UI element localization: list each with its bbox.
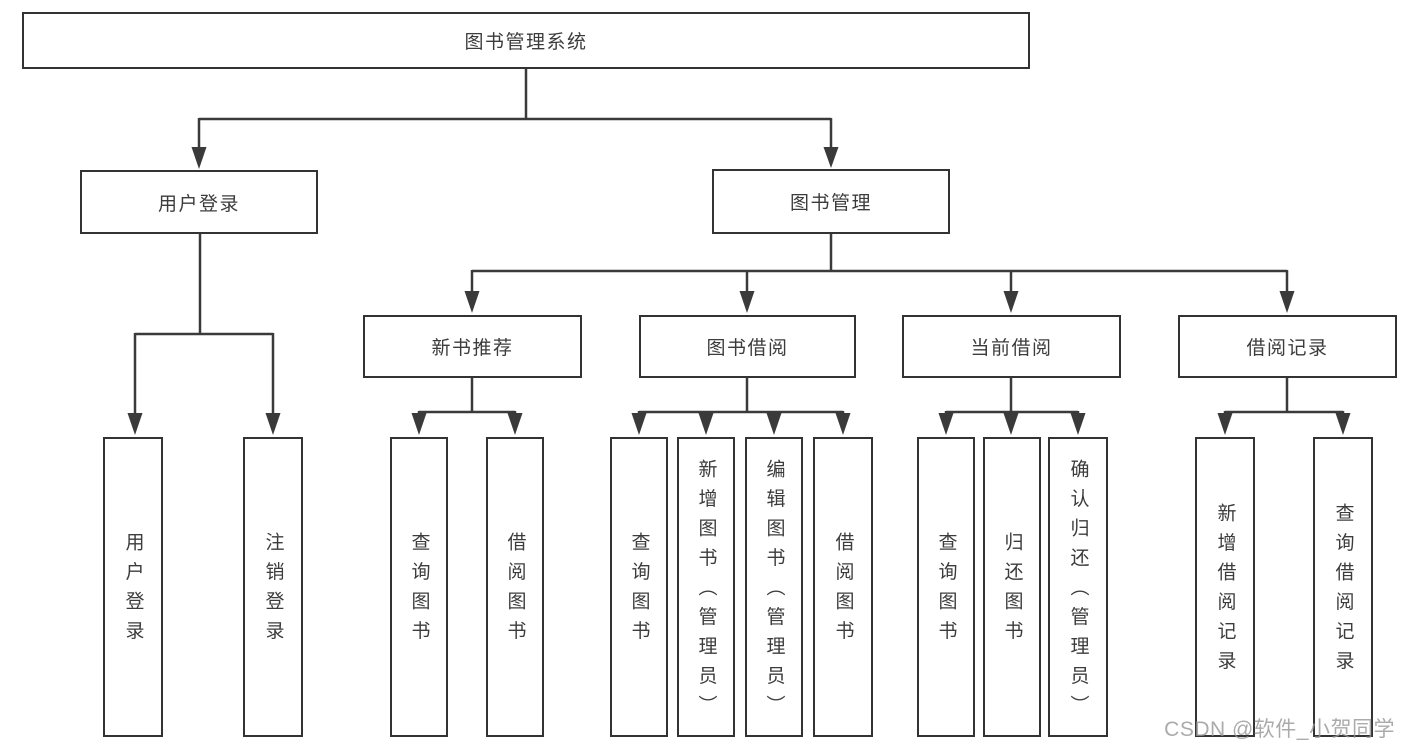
node-label: 编辑图书（管理员） (763, 458, 785, 724)
node-current-borrowing: 当前借阅 (902, 315, 1121, 378)
node-new-book-recommendation: 新书推荐 (363, 315, 582, 378)
node-library-management-system: 图书管理系统 (22, 12, 1030, 69)
node-label: 归还图书 (1001, 532, 1023, 651)
node-book-management: 图书管理 (712, 169, 950, 234)
node-label: 图书管理 (789, 193, 872, 214)
connector-root-to-level2 (191, 68, 839, 169)
node-logout: 注销登录 (243, 437, 303, 737)
connector-bookmgmt-to-level3 (464, 234, 1295, 313)
node-label: 查询借阅记录 (1332, 502, 1354, 680)
connector-userlogin-to-children (127, 233, 281, 435)
node-book-borrowing: 图书借阅 (639, 315, 856, 378)
node-label: 新增图书（管理员） (695, 458, 717, 724)
node-add-borrow-record: 新增借阅记录 (1195, 437, 1255, 737)
node-query-books-current: 查询图书 (917, 437, 975, 737)
node-user-login-group: 用户登录 (80, 170, 318, 234)
node-label: 用户登录 (157, 193, 240, 215)
node-label: 确认归还（管理员） (1067, 458, 1089, 724)
node-label: 查询图书 (628, 532, 650, 651)
node-label: 图书借阅 (706, 338, 789, 359)
node-label: 借阅图书 (504, 532, 526, 651)
node-label: 查询图书 (408, 532, 430, 651)
node-borrow-books-recommend: 借阅图书 (486, 437, 544, 737)
connector-bookborrow-to-children (631, 378, 851, 435)
connector-borrowrecords-to-children (1217, 378, 1351, 435)
node-label: 图书管理系统 (464, 32, 588, 53)
connector-newbookrec-to-children (411, 378, 523, 435)
node-label: 借阅记录 (1246, 338, 1329, 359)
node-label: 借阅图书 (832, 532, 854, 651)
node-borrowing-records: 借阅记录 (1178, 315, 1397, 378)
node-label: 新增借阅记录 (1214, 502, 1236, 680)
node-query-books-borrowing: 查询图书 (610, 437, 668, 737)
node-query-borrow-record: 查询借阅记录 (1313, 437, 1373, 737)
node-label: 当前借阅 (970, 338, 1053, 359)
node-user-login: 用户登录 (103, 437, 163, 737)
connector-currentborrow-to-children (938, 378, 1086, 435)
node-label: 用户登录 (122, 532, 144, 651)
node-label: 查询图书 (935, 532, 957, 651)
node-label: 注销登录 (262, 532, 284, 651)
node-query-books-recommend: 查询图书 (390, 437, 448, 737)
node-borrow-books: 借阅图书 (813, 437, 873, 737)
node-return-books: 归还图书 (983, 437, 1041, 737)
node-add-books-admin: 新增图书（管理员） (677, 437, 735, 737)
node-label: 新书推荐 (431, 338, 514, 359)
node-confirm-return-admin: 确认归还（管理员） (1048, 437, 1108, 737)
node-edit-books-admin: 编辑图书（管理员） (745, 437, 803, 737)
